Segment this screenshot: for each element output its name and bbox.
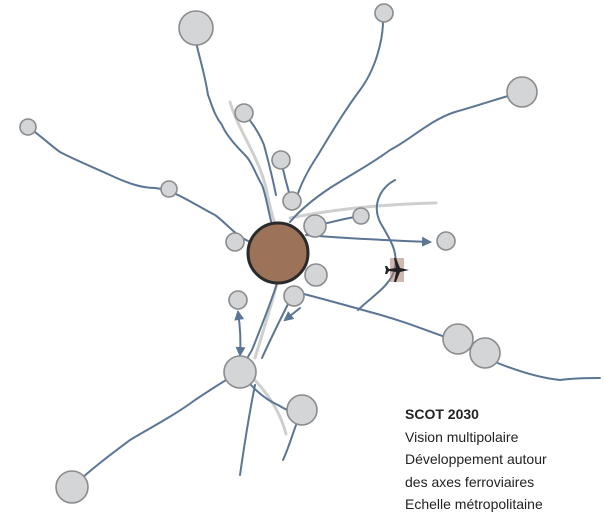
town-ring-e	[303, 214, 327, 238]
legend-line-3: des axes ferroviaires	[405, 473, 535, 490]
town-north-small	[374, 3, 394, 23]
town-south-hub	[223, 355, 257, 389]
legend-caption: SCOT 2030 Vision multipolaire Développem…	[405, 403, 605, 516]
town-west-small	[19, 118, 37, 136]
town-ring-s	[283, 285, 305, 307]
town-north-mid	[271, 150, 291, 170]
town-east-pair-1	[442, 323, 474, 355]
airport-plane-icon	[385, 258, 409, 282]
town-markers	[19, 3, 538, 504]
road-small-arrow	[283, 307, 301, 322]
road-top	[295, 14, 385, 201]
town-south-east	[286, 394, 318, 426]
metropole-core	[246, 221, 310, 285]
road-loop	[357, 179, 397, 311]
road-west	[27, 126, 249, 242]
town-southwest	[55, 470, 89, 504]
town-ring-w	[225, 232, 245, 252]
town-far-east	[436, 231, 456, 251]
legend-line-1: Vision multipolaire	[405, 428, 519, 445]
legend-line-2: Développement autour	[405, 451, 547, 467]
town-west-mid	[160, 180, 178, 198]
town-east-large	[506, 76, 538, 108]
town-nw-large	[178, 10, 214, 46]
road-south-2	[261, 299, 291, 359]
road-arrow-238	[234, 310, 246, 357]
road-arrow-east	[305, 234, 432, 247]
town-south-w	[228, 290, 248, 310]
rail-northeast	[288, 201, 438, 220]
rail-southeast	[248, 373, 288, 436]
town-north-inner	[234, 103, 254, 123]
town-east-pair-2	[469, 337, 501, 369]
town-ring-n	[282, 191, 302, 211]
road-nw-big	[195, 41, 273, 226]
legend-line-4: Echelle métropolitaine	[405, 496, 543, 512]
road-sw-long	[71, 371, 241, 488]
road-east-top	[289, 91, 523, 223]
legend-title: SCOT 2030	[405, 406, 479, 422]
town-ring-se	[304, 263, 328, 287]
road-south-tail	[239, 384, 256, 476]
town-ne-small	[352, 207, 370, 225]
